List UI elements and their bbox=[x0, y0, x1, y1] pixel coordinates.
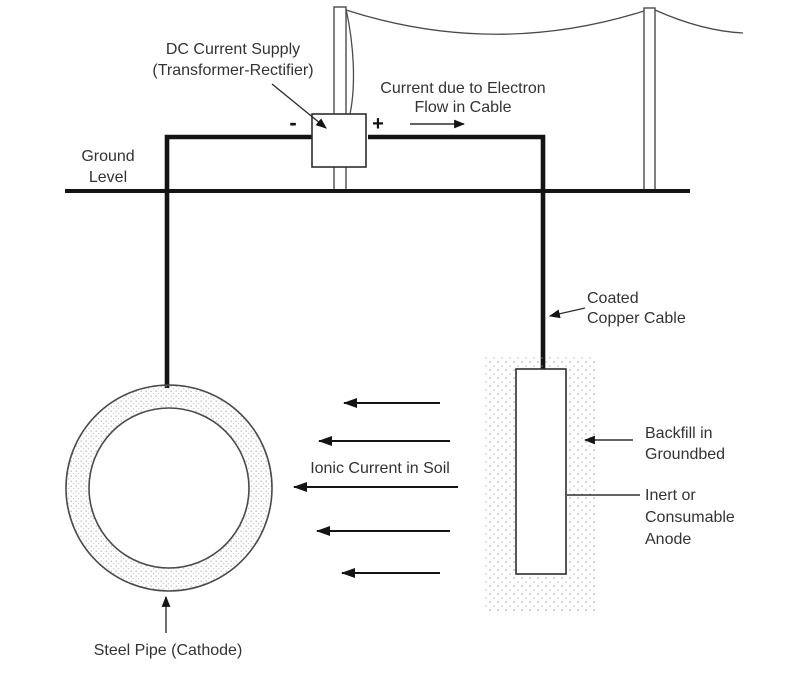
power-line-tail bbox=[654, 9, 744, 34]
coated-cable-label: Coated Copper Cable bbox=[587, 289, 686, 329]
electron-flow-label: Current due to Electron Flow in Cable bbox=[372, 79, 554, 117]
utility-pole-right bbox=[643, 7, 656, 192]
coated-cable-pointer-arrow bbox=[548, 307, 586, 319]
minus-terminal-sign: - bbox=[289, 110, 297, 135]
ionic-current-label: Ionic Current in Soil bbox=[310, 460, 450, 477]
anode-line2: Consumable bbox=[645, 509, 735, 526]
steel-pipe-bore bbox=[88, 407, 250, 569]
ground-level-line1: Ground bbox=[81, 148, 135, 165]
anode-line3: Anode bbox=[645, 531, 692, 548]
plus-terminal-sign: + bbox=[372, 113, 384, 135]
positive-cable bbox=[368, 134, 546, 370]
steel-pipe-label: Steel Pipe (Cathode) bbox=[93, 642, 243, 659]
power-line-span bbox=[345, 9, 645, 35]
anode-line1: Inert or bbox=[645, 487, 696, 504]
anode-label: Inert or Consumable Anode bbox=[645, 485, 735, 551]
backfill-line2: Groundbed bbox=[645, 446, 726, 463]
backfill-line1: Backfill in bbox=[645, 425, 713, 442]
electron-flow-line1: Current due to Electron bbox=[380, 80, 546, 97]
negative-cable bbox=[164, 134, 312, 388]
dc-supply-line1: DC Current Supply bbox=[165, 41, 301, 58]
anode-rect bbox=[515, 368, 567, 575]
backfill-label: Backfill in Groundbed bbox=[645, 423, 725, 465]
coated-cable-line2: Copper Cable bbox=[587, 310, 686, 327]
service-drop-wire bbox=[345, 8, 355, 115]
ground-level-line2: Level bbox=[88, 169, 128, 186]
dc-supply-line2: (Transformer-Rectifier) bbox=[152, 62, 314, 79]
ground-level-label: Ground Level bbox=[68, 146, 148, 188]
electron-flow-line2: Flow in Cable bbox=[414, 99, 512, 116]
coated-cable-line1: Coated bbox=[587, 290, 639, 307]
dc-supply-label: DC Current Supply (Transformer-Rectifier… bbox=[140, 39, 326, 81]
transformer-rectifier-box bbox=[311, 113, 367, 168]
dc-supply-pointer-arrow bbox=[271, 83, 327, 129]
